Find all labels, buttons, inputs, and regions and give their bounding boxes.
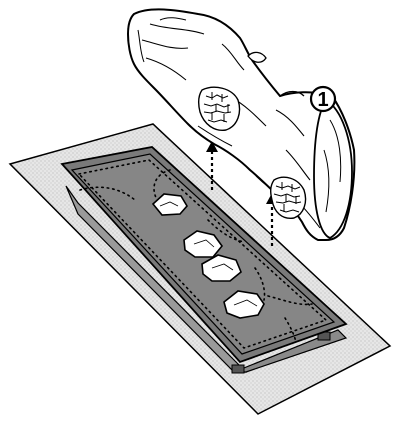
numbered-callout-circle-icon: 1 (311, 87, 335, 111)
callout-label: 1 (317, 89, 328, 111)
tray-foot-left (232, 365, 244, 373)
